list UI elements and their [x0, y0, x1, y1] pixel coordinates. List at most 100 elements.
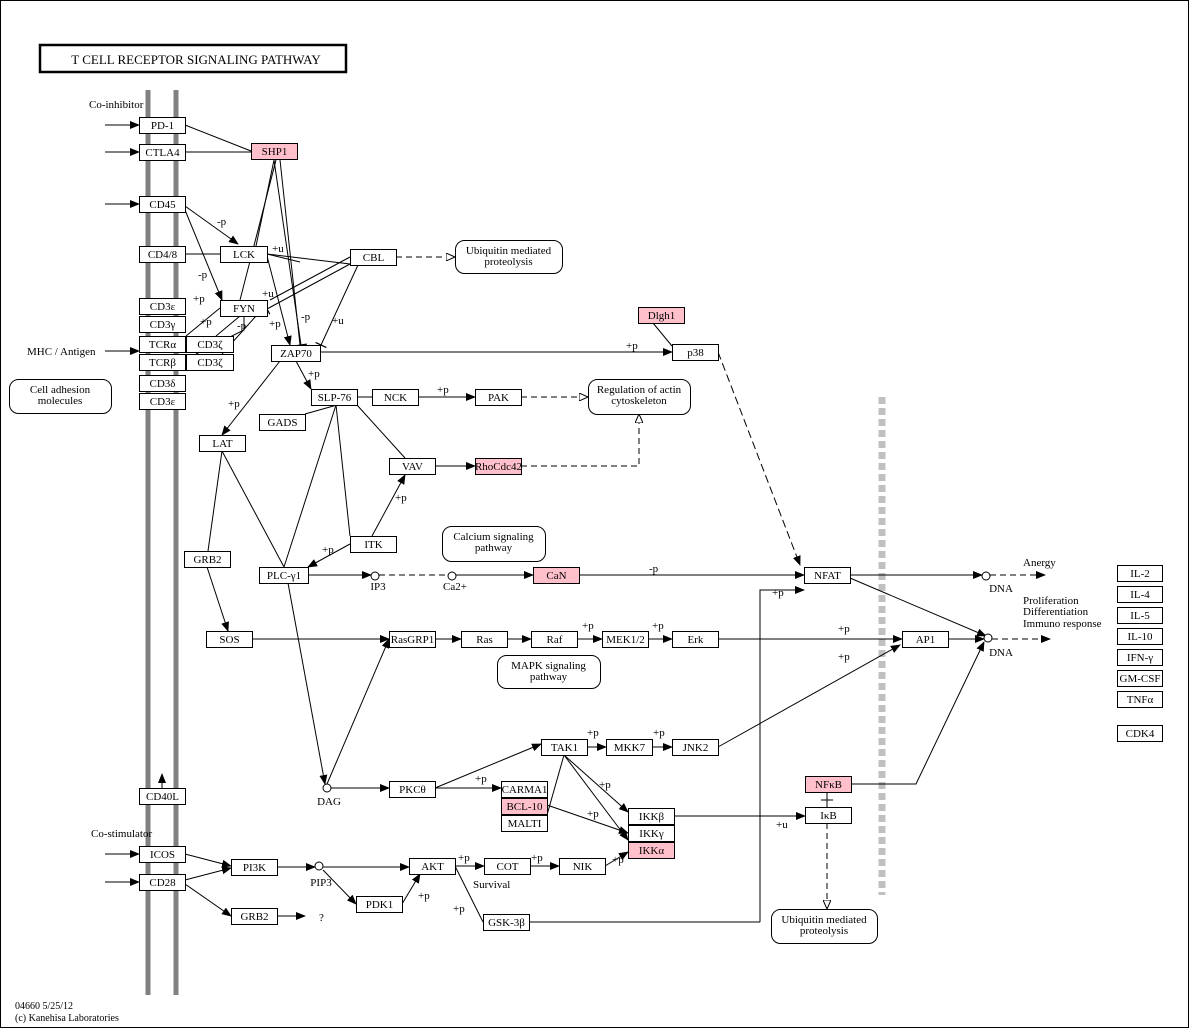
gene-ikkg[interactable]: IKKγ [628, 825, 675, 842]
gene-raf[interactable]: Raf [531, 631, 578, 648]
gene-cd3z2[interactable]: CD3ζ [186, 354, 234, 371]
compound-dna1[interactable]: DNA [981, 571, 1013, 595]
gene-cd3g[interactable]: CD3γ [139, 316, 186, 333]
gene-cd3e1[interactable]: CD3ε [139, 298, 186, 315]
gene-cd3e2[interactable]: CD3ε [139, 393, 186, 410]
gene-il5[interactable]: IL-5 [1117, 607, 1163, 624]
gene-plcg1[interactable]: PLC-γ1 [259, 567, 309, 584]
gene-label: CaN [546, 570, 566, 582]
gene-cd40l[interactable]: CD40L [139, 788, 186, 805]
gene-label: ICOS [150, 849, 175, 861]
gene-pi3k[interactable]: PI3K [231, 859, 278, 876]
gene-jnk2[interactable]: JNK2 [672, 739, 719, 756]
gene-sos[interactable]: SOS [206, 631, 253, 648]
compound-circle [447, 571, 457, 581]
edge [207, 450, 223, 552]
compound-ip3[interactable]: IP3 [370, 571, 386, 593]
edge [221, 450, 285, 568]
gene-p38[interactable]: p38 [672, 344, 719, 361]
gene-il2[interactable]: IL-2 [1117, 565, 1163, 582]
gene-cd3z1[interactable]: CD3ζ [186, 336, 234, 353]
gene-rhocdc42[interactable]: RhoCdc42 [475, 458, 522, 475]
gene-ikka[interactable]: IKKα [628, 842, 675, 859]
gene-itk[interactable]: ITK [350, 536, 397, 553]
gene-grb2b[interactable]: GRB2 [231, 908, 278, 925]
gene-ras[interactable]: Ras [461, 631, 508, 648]
gene-can[interactable]: CaN [533, 567, 580, 584]
gene-erk[interactable]: Erk [672, 631, 719, 648]
compound-dna2[interactable]: DNA [983, 633, 1013, 659]
gene-tnfa[interactable]: TNFα [1117, 691, 1163, 708]
edge-label: +p [458, 852, 470, 864]
gene-shp1[interactable]: SHP1 [251, 143, 298, 160]
gene-gsk3b[interactable]: GSK-3β [483, 914, 530, 931]
gene-tcrb[interactable]: TCRβ [139, 354, 186, 371]
gene-pdk1[interactable]: PDK1 [356, 896, 403, 913]
page-title: T CELL RECEPTOR SIGNALING PATHWAY [71, 52, 321, 67]
gene-mek12[interactable]: MEK1/2 [602, 631, 649, 648]
gene-dlgh1[interactable]: Dlgh1 [638, 307, 685, 324]
gene-akt[interactable]: AKT [409, 858, 456, 875]
gene-ctla4[interactable]: CTLA4 [139, 144, 186, 161]
gene-cd3d[interactable]: CD3δ [139, 375, 186, 392]
gene-cd45[interactable]: CD45 [139, 196, 186, 213]
gene-cdk4[interactable]: CDK4 [1117, 725, 1163, 742]
gene-ap1[interactable]: AP1 [902, 631, 949, 648]
gene-vav[interactable]: VAV [389, 458, 436, 475]
edge [184, 124, 252, 152]
gene-ikkb[interactable]: IKKβ [628, 808, 675, 825]
gene-nfat[interactable]: NFAT [804, 567, 851, 584]
map-label-line: pathway [530, 671, 568, 683]
edge-label: +p [652, 620, 664, 632]
gene-mkk7[interactable]: MKK7 [606, 739, 653, 756]
gene-label: PLC-γ1 [267, 570, 301, 582]
gene-label: NCK [384, 392, 407, 404]
gene-lck[interactable]: LCK [220, 246, 268, 263]
footer-copyright: (c) Kanehisa Laboratories [15, 1013, 119, 1024]
gene-tcra[interactable]: TCRα [139, 336, 186, 353]
gene-label: CDK4 [1126, 728, 1155, 740]
gene-bcl10[interactable]: BCL-10 [501, 798, 548, 815]
gene-label: GRB2 [193, 554, 221, 566]
gene-grb2a[interactable]: GRB2 [184, 551, 231, 568]
gene-cd28[interactable]: CD28 [139, 874, 186, 891]
gene-pd1[interactable]: PD-1 [139, 117, 186, 134]
gene-il4[interactable]: IL-4 [1117, 586, 1163, 603]
edge [287, 582, 328, 785]
gene-nik[interactable]: NIK [559, 858, 606, 875]
compound-pip3[interactable]: PIP3 [310, 861, 332, 889]
gene-malt1[interactable]: MALTI [501, 815, 548, 832]
gene-label: SOS [219, 634, 239, 646]
gene-slp76[interactable]: SLP-76 [311, 389, 358, 406]
gene-cbl[interactable]: CBL [350, 249, 397, 266]
label-immuno: Immuno response [1023, 618, 1102, 630]
gene-rasgrp1[interactable]: RasGRP1 [389, 631, 436, 648]
compound-ca[interactable]: Ca2+ [443, 571, 467, 593]
gene-cot[interactable]: COT [484, 858, 531, 875]
gene-il10[interactable]: IL-10 [1117, 628, 1163, 645]
gene-pak[interactable]: PAK [475, 389, 522, 406]
gene-cd48[interactable]: CD4/8 [139, 246, 186, 263]
edge [717, 351, 801, 566]
gene-carma1[interactable]: CARMA1 [501, 781, 548, 798]
gene-icos[interactable]: ICOS [139, 846, 186, 863]
gene-ikb[interactable]: IκB [805, 807, 852, 824]
gene-tak1[interactable]: TAK1 [541, 739, 588, 756]
gene-nfkb[interactable]: NFκB [805, 776, 852, 793]
compound-dag[interactable]: DAG [317, 783, 341, 808]
gene-gads[interactable]: GADS [259, 414, 306, 431]
gene-fyn[interactable]: FYN [220, 300, 268, 317]
gene-zap70[interactable]: ZAP70 [271, 345, 321, 362]
gene-label: GADS [268, 417, 298, 429]
gene-gmcsf[interactable]: GM-CSF [1117, 670, 1163, 687]
gene-pkct[interactable]: PKCθ [389, 781, 436, 798]
gene-nck[interactable]: NCK [372, 389, 419, 406]
gene-ifng[interactable]: IFN-γ [1117, 649, 1163, 666]
gene-lat[interactable]: LAT [199, 435, 246, 452]
